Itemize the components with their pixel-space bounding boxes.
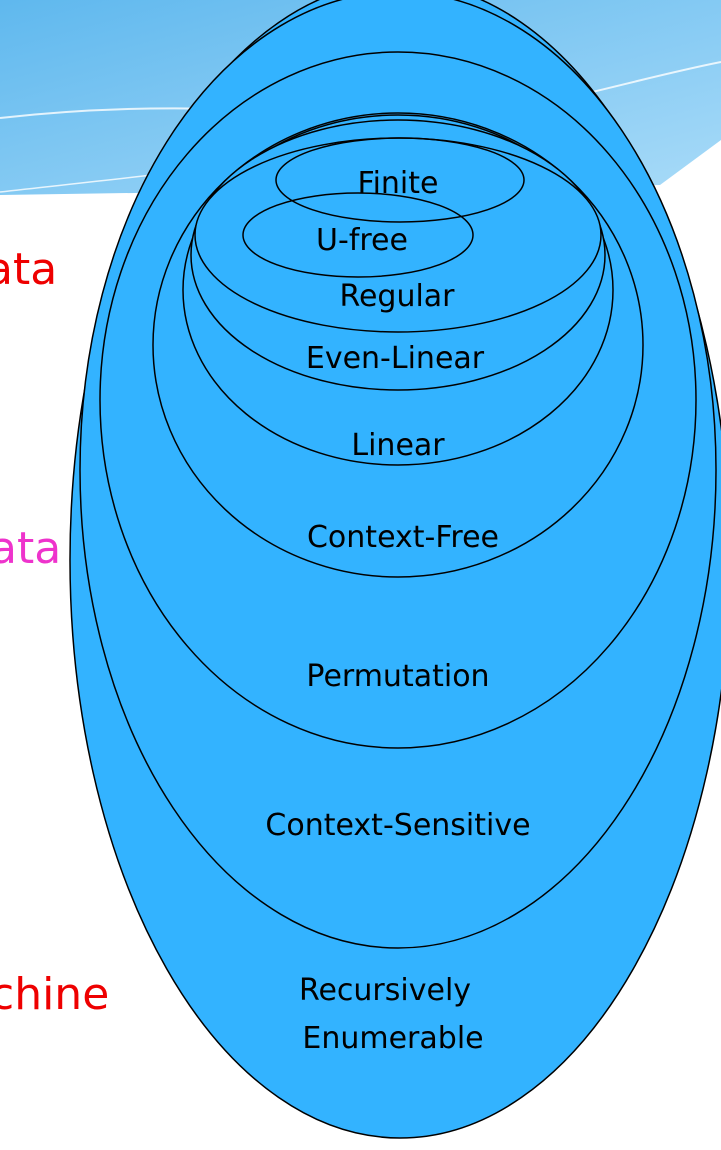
linear-label: Linear	[351, 428, 445, 463]
context-sensitive-label: Context-Sensitive	[265, 808, 530, 843]
even-linear-label: Even-Linear	[306, 341, 485, 376]
left-label-bottom: chine	[0, 969, 110, 1020]
finite-ellipse	[275, 137, 525, 223]
regular-label: Regular	[339, 279, 455, 314]
finite-label: Finite	[358, 166, 439, 201]
u-free-ellipse	[242, 192, 474, 278]
left-label-middle: ata	[0, 523, 62, 574]
permutation-label: Permutation	[306, 659, 489, 694]
recursively-enumerable-label-line2: Enumerable	[302, 1021, 483, 1056]
u-free-label: U-free	[316, 223, 408, 258]
context-free-label: Context-Free	[307, 520, 499, 555]
left-label-top: ata	[0, 244, 58, 295]
recursively-enumerable-label-line1: Recursively	[299, 973, 471, 1008]
